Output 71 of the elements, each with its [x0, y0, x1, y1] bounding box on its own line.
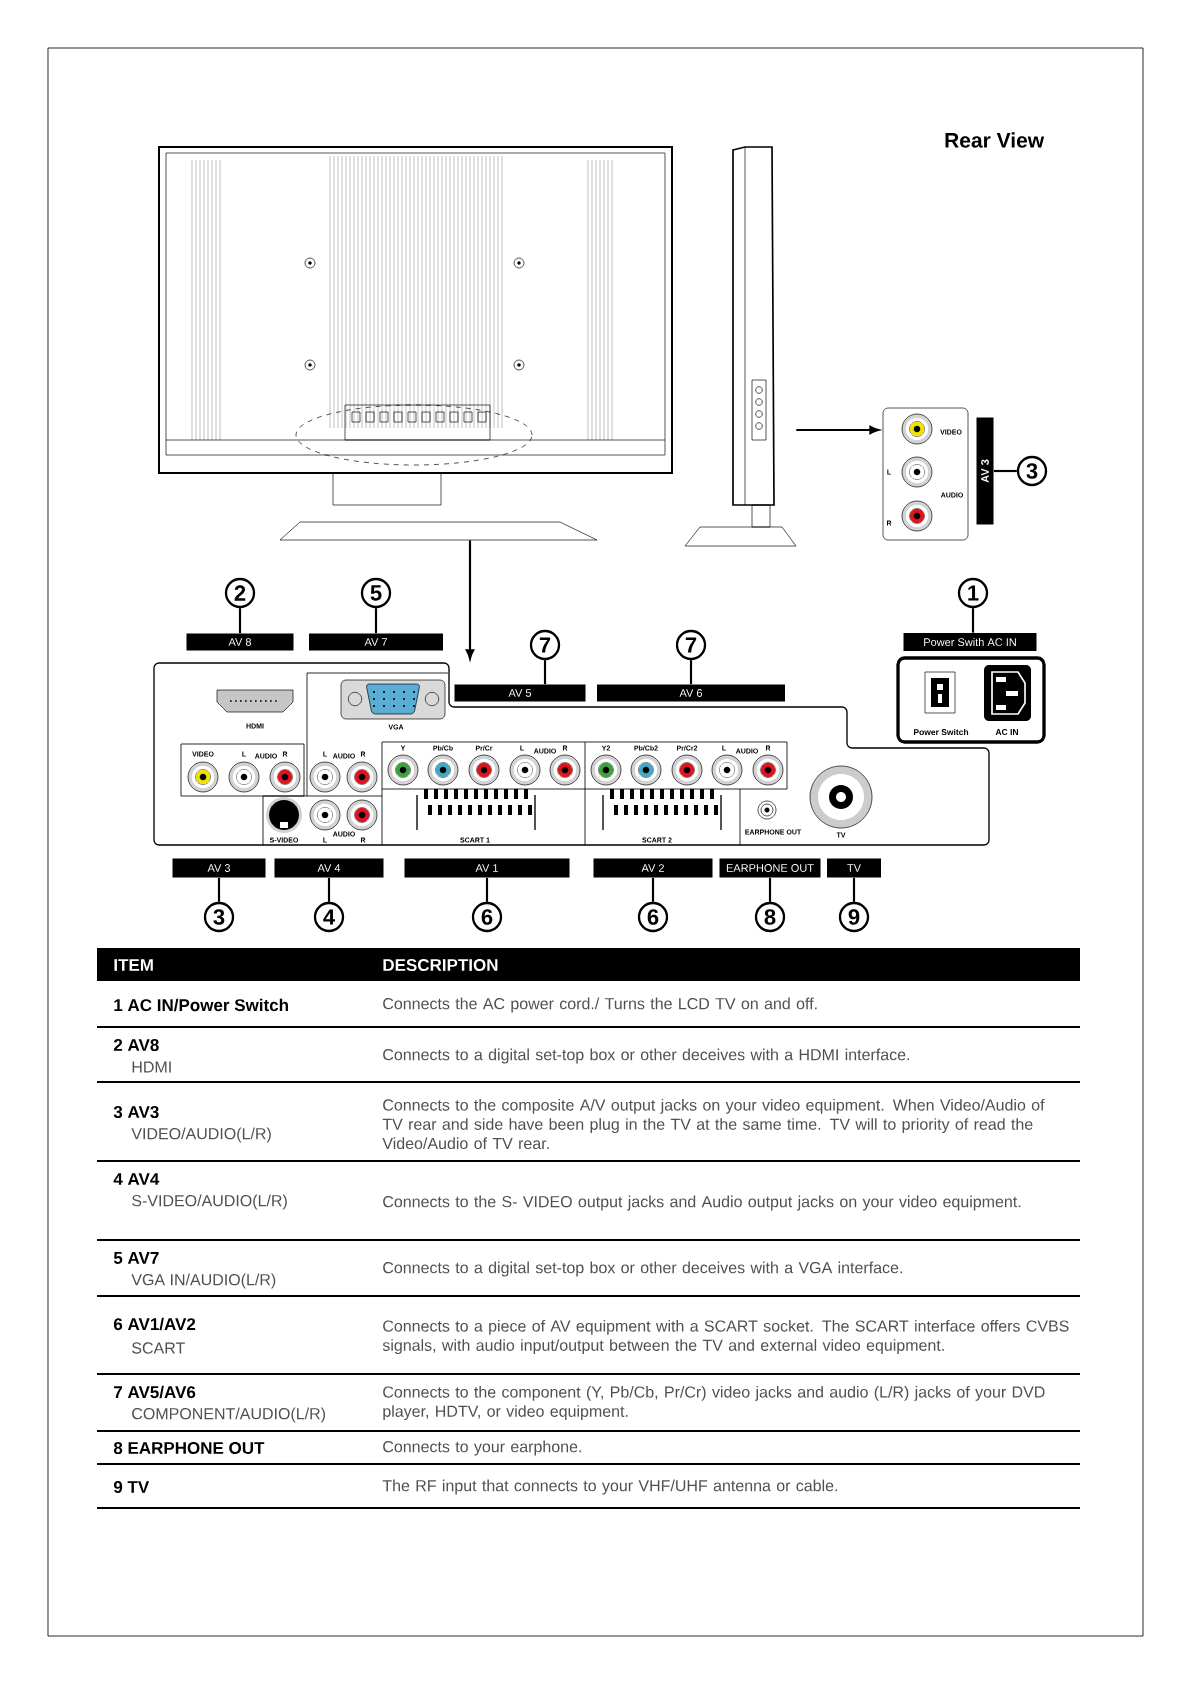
label-bar: AV 8 — [186, 633, 294, 651]
callout-number: 6 — [637, 901, 669, 933]
leader-line — [768, 877, 772, 902]
leader-line — [852, 877, 856, 902]
description-text: Connects to a piece of AV equipment with a SCART socket. The SCART interface offers CVBS signals, with audio input/output between the TV and external video equipment. — [382, 1319, 1069, 1355]
tv-rear-drawing — [158, 146, 673, 541]
connector-panel — [153, 662, 990, 846]
callout-number: 7 — [675, 629, 707, 661]
leader-line — [238, 608, 242, 634]
leader-line — [485, 877, 489, 902]
item-type: HDMI — [132, 1061, 171, 1073]
jack-label: Power Switch — [913, 728, 969, 736]
arrow — [796, 425, 880, 435]
leader-line — [374, 608, 378, 634]
item-name: 9 TV — [113, 1481, 150, 1493]
leader-line — [993, 469, 1017, 473]
callout-number: 9 — [838, 901, 870, 933]
jack-label: AC IN — [995, 729, 1018, 735]
leader-line — [651, 877, 655, 902]
item-type: SCART — [132, 1342, 185, 1354]
jack-panel — [882, 407, 969, 541]
label-bar: AV 5 — [454, 684, 586, 702]
label-bar: AV 4 — [274, 858, 384, 878]
tv-side-drawing — [684, 146, 797, 547]
description-text: Connects to your earphone. — [383, 1440, 581, 1456]
description-text: Connects to a digital set-top box or other deceives with a VGA interface. — [383, 1261, 902, 1277]
item-name: 2 AV8 — [113, 1039, 159, 1051]
item-type: VIDEO/AUDIO(L/R) — [131, 1127, 271, 1143]
callout-number: 7 — [529, 629, 561, 661]
item-type: VGA IN/AUDIO(L/R) — [131, 1273, 276, 1289]
item-type: S-VIDEO/AUDIO(L/R) — [132, 1194, 287, 1210]
item-name: 8 EARPHONE OUT — [113, 1442, 265, 1454]
description-text: Connects to a digital set-top box or other deceives with a HDMI interface. — [383, 1048, 909, 1064]
callout-number: 8 — [754, 901, 786, 933]
title: Rear View — [945, 132, 1045, 148]
item-name: 6 AV1/AV2 — [113, 1317, 196, 1331]
callout-number: 1 — [957, 577, 989, 609]
callout-number: 3 — [203, 901, 235, 933]
label-bar: AV 2 — [593, 858, 713, 878]
callout-number: 3 — [1016, 455, 1048, 487]
label-bar: AV 1 — [404, 858, 570, 878]
item-name: 7 AV5/AV6 — [114, 1385, 196, 1399]
arrow — [465, 540, 475, 660]
label-bar: AV 7 — [309, 633, 443, 651]
item-type: COMPONENT/AUDIO(L/R) — [132, 1407, 325, 1423]
leader-line — [689, 660, 693, 685]
callout-number: 2 — [224, 577, 256, 609]
label-bar: AV 3 — [172, 858, 266, 878]
callout-number: 4 — [313, 901, 345, 933]
leader-line — [543, 660, 547, 685]
label-bar: AV 6 — [597, 684, 785, 702]
item-name: 1 AC IN/Power Switch — [114, 998, 288, 1012]
description-text: Connects the AC power cord./ Turns the LCD TV on and off. — [383, 997, 817, 1013]
label-bar: EARPHONE OUT — [719, 858, 821, 878]
label-bar: Power Swith AC IN — [903, 633, 1037, 651]
leader-line — [327, 877, 331, 902]
callout-number: 6 — [471, 901, 503, 933]
power-panel — [896, 656, 1046, 744]
description-text: The RF input that connects to your VHF/UHF antenna or cable. — [382, 1479, 837, 1495]
item-name: 3 AV3 — [113, 1106, 159, 1119]
item-name: 5 AV7 — [113, 1252, 159, 1264]
description-text: Connects to the S- VIDEO output jacks and Audio output jacks on your video equipment. — [383, 1195, 1021, 1211]
item-name: 4 AV4 — [113, 1173, 160, 1185]
description-text: Connects to the component (Y, Pb/Cb, Pr/Cr) video jacks and audio (L/R) jacks of your DVD player, HDTV, or video equipment. — [383, 1385, 1045, 1421]
column-header: ITEM — [97, 948, 370, 981]
leader-line — [971, 608, 975, 633]
description-text: Connects to the composite A/V output jacks on your video equipment. When Video/Audio of TV rear and side have been plug in the TV at the same time. TV will to priority of read the Video/Audio of TV rear. — [382, 1098, 1045, 1150]
callout-number: 5 — [360, 577, 392, 609]
leader-line — [217, 877, 221, 902]
label-bar: AV 3 — [976, 417, 994, 525]
label-bar: TV — [827, 858, 881, 878]
